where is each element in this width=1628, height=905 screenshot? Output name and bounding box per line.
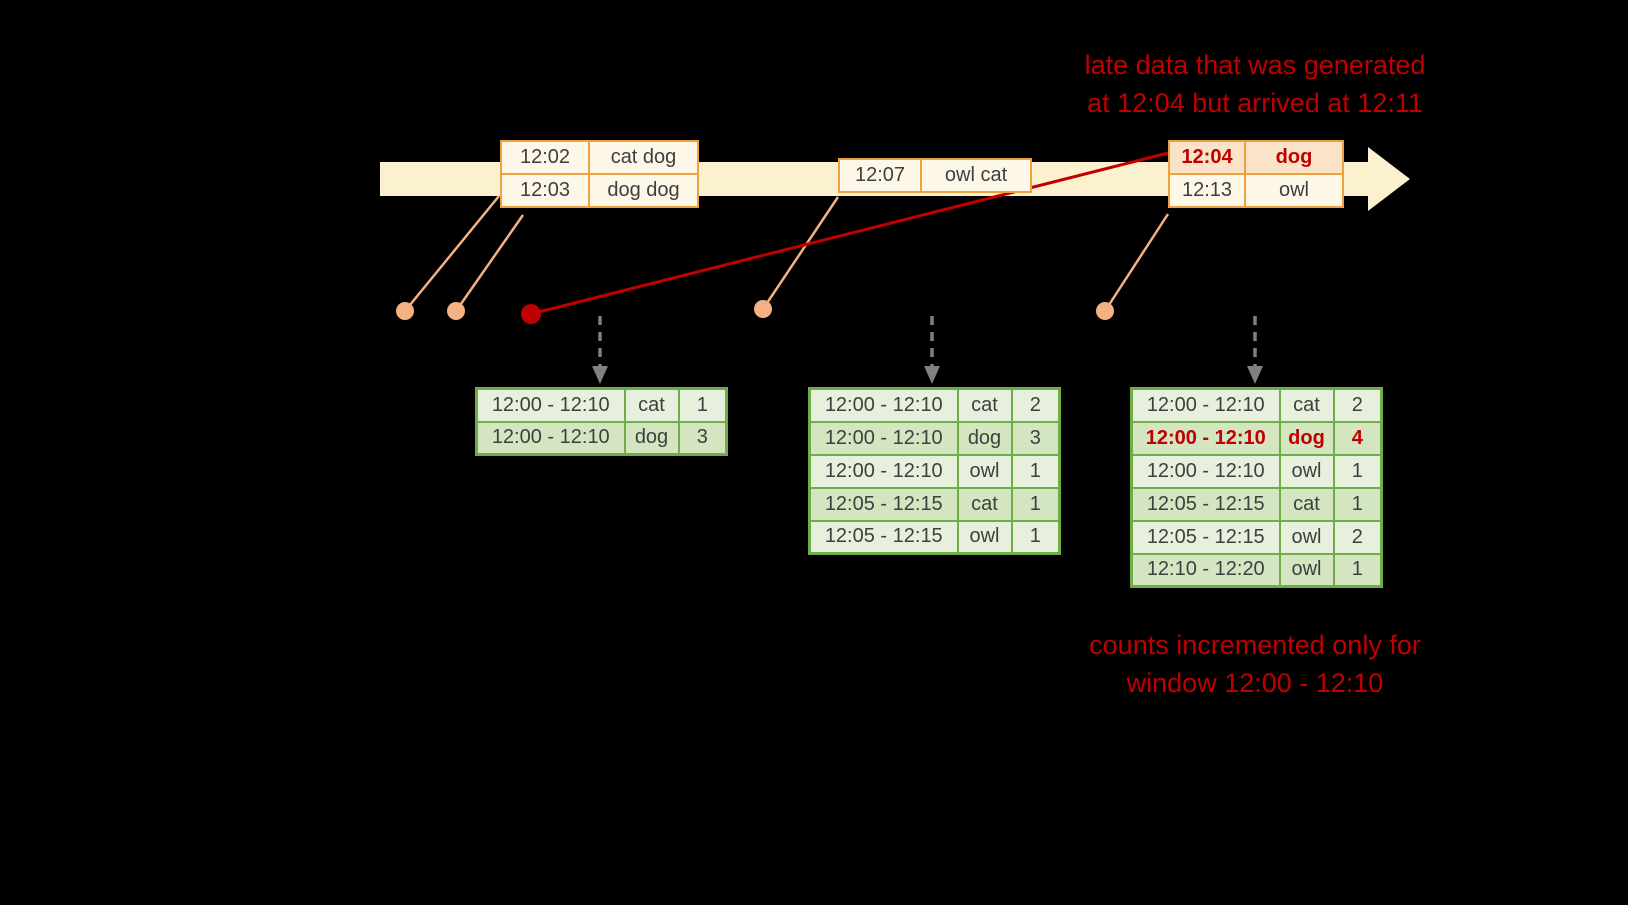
window-cell: 12:05 - 12:15 [1130,519,1281,555]
event-words-cell: dog dog [588,173,699,208]
count-cell: 1 [1010,453,1061,489]
word-cell: dog [956,420,1013,456]
event-time-cell: 12:03 [500,173,590,208]
count-cell: 1 [1332,453,1383,489]
table-row-highlighted: 12:00 - 12:10 dog 4 [1130,420,1383,456]
count-cell: 2 [1010,387,1061,423]
event-words-cell: owl cat [920,158,1032,193]
event-row: 12:13 owl [1168,173,1344,208]
event-time-cell: 12:07 [838,158,922,193]
word-cell: owl [956,453,1013,489]
window-cell: 12:05 - 12:15 [808,519,959,555]
word-cell: cat [1278,387,1335,423]
word-cell: cat [1278,486,1335,522]
connector-line-1 [404,195,500,312]
word-cell: cat [956,486,1013,522]
word-cell: owl [956,519,1013,555]
window-cell: 12:00 - 12:10 [1130,453,1281,489]
count-cell: 1 [1332,552,1383,588]
table-row: 12:00 - 12:10 dog 3 [808,420,1061,456]
connector-line-2 [454,214,525,312]
connector-line-4 [1103,213,1170,312]
late-data-line [530,150,1173,316]
counts-note: counts incremented only for window 12:00… [1030,626,1480,702]
count-cell: 1 [1010,519,1061,555]
counts-note-line2: window 12:00 - 12:10 [1126,668,1384,698]
word-cell: owl [1278,453,1335,489]
arrow-down-icon [592,366,608,384]
window-cell: 12:05 - 12:15 [1130,486,1281,522]
connector-line-3 [761,196,840,310]
event-words-cell-late: dog [1244,140,1344,175]
table-row: 12:00 - 12:10 cat 2 [808,387,1061,423]
arrow-down-icon [1247,366,1263,384]
event-box-1204: 12:04 dog 12:13 owl [1168,140,1344,208]
window-cell: 12:00 - 12:10 [1130,387,1281,423]
table-row: 12:00 - 12:10 cat 1 [475,387,728,423]
event-row-late: 12:04 dog [1168,140,1344,175]
window-cell: 12:00 - 12:10 [808,420,959,456]
result-table-1: 12:00 - 12:10 cat 1 12:00 - 12:10 dog 3 [475,387,728,456]
table-row: 12:05 - 12:15 cat 1 [808,486,1061,522]
window-cell: 12:05 - 12:15 [808,486,959,522]
window-cell: 12:00 - 12:10 [808,453,959,489]
event-row: 12:07 owl cat [838,158,1032,193]
late-data-note-line2: at 12:04 but arrived at 12:11 [1087,88,1423,118]
word-cell: cat [623,387,680,423]
event-box-1207: 12:07 owl cat [838,158,1032,193]
count-cell: 4 [1332,420,1383,456]
table-row: 12:05 - 12:15 owl 2 [1130,519,1383,555]
count-cell: 3 [1010,420,1061,456]
result-table-2: 12:00 - 12:10 cat 2 12:00 - 12:10 dog 3 … [808,387,1061,555]
arrow-down-icon [924,366,940,384]
count-cell: 1 [1010,486,1061,522]
window-cell: 12:10 - 12:20 [1130,552,1281,588]
count-cell: 1 [1332,486,1383,522]
trigger-arrow-1 [592,316,608,384]
window-cell: 12:00 - 12:10 [1130,420,1281,456]
window-cell: 12:00 - 12:10 [475,387,626,423]
word-cell: dog [623,420,680,456]
event-time-cell: 12:13 [1168,173,1246,208]
event-row: 12:02 cat dog [500,140,699,175]
late-data-note: late data that was generated at 12:04 bu… [1030,46,1480,122]
word-cell: dog [1278,420,1335,456]
late-event-dot [521,304,541,324]
counts-note-line1: counts incremented only for [1089,630,1421,660]
event-box-1202: 12:02 cat dog 12:03 dog dog [500,140,699,208]
event-words-cell: owl [1244,173,1344,208]
count-cell: 3 [677,420,728,456]
table-row: 12:00 - 12:10 dog 3 [475,420,728,456]
result-table-3: 12:00 - 12:10 cat 2 12:00 - 12:10 dog 4 … [1130,387,1383,588]
event-dot-4 [1096,302,1114,320]
count-cell: 1 [677,387,728,423]
count-cell: 2 [1332,387,1383,423]
word-cell: owl [1278,519,1335,555]
table-row: 12:05 - 12:15 owl 1 [808,519,1061,555]
window-cell: 12:00 - 12:10 [808,387,959,423]
word-cell: owl [1278,552,1335,588]
table-row: 12:05 - 12:15 cat 1 [1130,486,1383,522]
timeline-arrowhead-icon [1368,147,1410,211]
event-dot-2 [447,302,465,320]
trigger-arrow-2 [924,316,940,384]
event-dot-3 [754,300,772,318]
event-dot-1 [396,302,414,320]
event-words-cell: cat dog [588,140,699,175]
late-data-note-line1: late data that was generated [1084,50,1426,80]
trigger-arrow-3 [1247,316,1263,384]
event-row: 12:03 dog dog [500,173,699,208]
table-row: 12:00 - 12:10 cat 2 [1130,387,1383,423]
event-time-cell: 12:02 [500,140,590,175]
table-row: 12:10 - 12:20 owl 1 [1130,552,1383,588]
table-row: 12:00 - 12:10 owl 1 [808,453,1061,489]
window-cell: 12:00 - 12:10 [475,420,626,456]
table-row: 12:00 - 12:10 owl 1 [1130,453,1383,489]
word-cell: cat [956,387,1013,423]
event-time-cell-late: 12:04 [1168,140,1246,175]
count-cell: 2 [1332,519,1383,555]
